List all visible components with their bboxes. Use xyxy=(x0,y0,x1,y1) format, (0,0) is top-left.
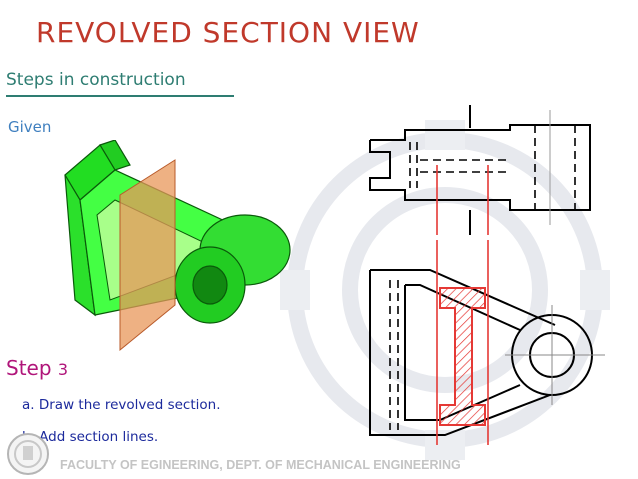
revolved-section xyxy=(439,287,486,426)
footer-text: FACULTY OF EGINEERING, DEPT. OF MECHANIC… xyxy=(60,458,461,472)
page-title: REVOLVED SECTION VIEW xyxy=(36,16,420,49)
instruction-b: b. Add section lines. xyxy=(22,429,159,445)
step-word: Step xyxy=(6,356,52,380)
isometric-model xyxy=(64,140,291,352)
cutting-plane xyxy=(119,159,176,352)
subtitle: Steps in construction xyxy=(6,70,186,90)
top-view-outline xyxy=(369,124,591,211)
front-view-drawing xyxy=(369,240,605,445)
step-number: 3 xyxy=(57,360,69,379)
model-hole xyxy=(192,265,228,305)
instruction-a: a. Draw the revolved section. xyxy=(22,397,221,413)
front-view-inner-edge xyxy=(405,284,521,331)
front-view-upper-edge xyxy=(370,269,556,326)
given-label: Given xyxy=(8,118,52,136)
front-view-inner-lower xyxy=(404,285,521,421)
top-view-drawing xyxy=(369,105,591,235)
subtitle-underline xyxy=(6,95,234,97)
front-view-lower-edge xyxy=(369,270,551,436)
faculty-logo xyxy=(7,433,49,475)
step-label: Step 3 xyxy=(6,356,68,380)
